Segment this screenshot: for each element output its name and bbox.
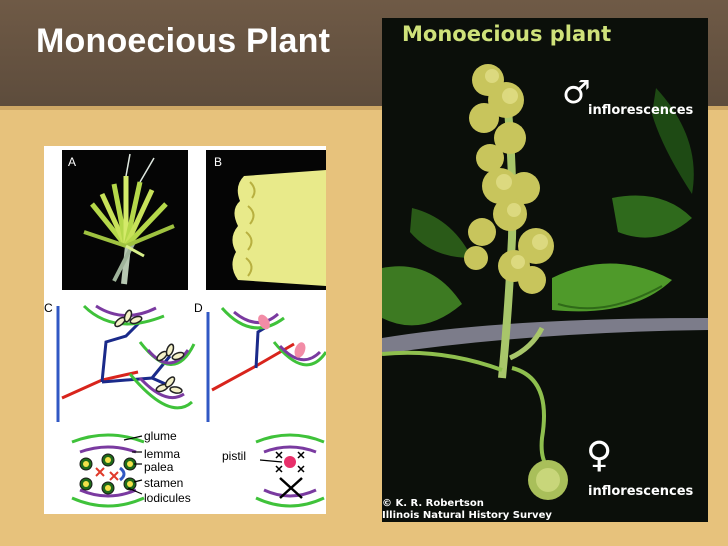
panel-label-b: B xyxy=(214,155,222,169)
panel-c-branch-diagram xyxy=(56,304,196,422)
credit-line-1: © K. R. Robertson xyxy=(382,498,484,509)
label-arrows xyxy=(123,435,143,495)
panel-label-a: A xyxy=(68,155,76,169)
label-stamen: stamen xyxy=(144,476,183,490)
male-symbol-icon: ♂ xyxy=(562,73,591,111)
panel-d-branch-diagram xyxy=(206,307,326,422)
floral-diagram-svg: A B C xyxy=(44,150,326,508)
plant-photo: Monoecious plant ♂ inflorescences ♀ infl… xyxy=(382,18,708,522)
label-lemma: lemma xyxy=(144,447,180,461)
male-inflorescences-label: inflorescences xyxy=(588,103,694,118)
female-floret-cross-section xyxy=(255,433,325,508)
slide-title: Monoecious Plant xyxy=(36,22,331,60)
label-glume: glume xyxy=(144,429,177,443)
label-palea: palea xyxy=(144,460,174,474)
panel-b-tissue-image xyxy=(232,170,326,286)
label-pistil: pistil xyxy=(222,449,246,463)
floral-diagram: A B C xyxy=(44,146,326,514)
header-stripe xyxy=(0,106,728,110)
label-lodicules: lodicules xyxy=(144,491,191,505)
photo-credit: © K. R. Robertson Illinois Natural Histo… xyxy=(382,498,552,522)
female-inflorescences-label: inflorescences xyxy=(588,484,694,499)
photo-title: Monoecious plant xyxy=(402,22,612,46)
female-symbol-icon: ♀ xyxy=(586,435,613,476)
panel-label-d: D xyxy=(194,301,203,315)
credit-line-2: Illinois Natural History Survey xyxy=(382,510,552,521)
panel-label-c: C xyxy=(44,301,53,315)
male-floret-cross-section xyxy=(71,433,145,508)
panel-a-floret-image xyxy=(83,153,175,285)
plant-photo-image xyxy=(382,64,708,500)
